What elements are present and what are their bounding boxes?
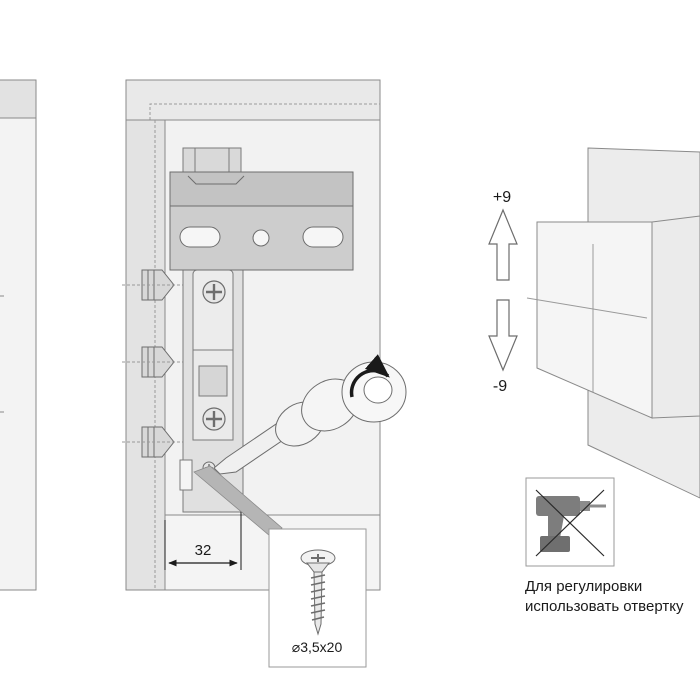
adjust-minus-label: -9 — [493, 378, 507, 395]
phillips-screw-detail-icon — [300, 549, 336, 636]
left-panel — [0, 79, 37, 591]
rotation-arrow-icon — [349, 354, 390, 398]
note-line-2: использовать отвертку — [525, 598, 684, 615]
hinge-bracket — [169, 147, 354, 271]
adjust-plus-label: +9 — [493, 189, 511, 206]
door-block — [526, 215, 700, 419]
arrow-up-icon — [488, 208, 518, 281]
drill-crossed-icon — [525, 477, 615, 567]
width-dimension-label: 32 — [195, 542, 212, 559]
note-line-1: Для регулировки — [525, 578, 642, 595]
screw-size-label: ⌀3,5x20 — [292, 639, 343, 655]
arrow-down-icon — [488, 299, 518, 372]
